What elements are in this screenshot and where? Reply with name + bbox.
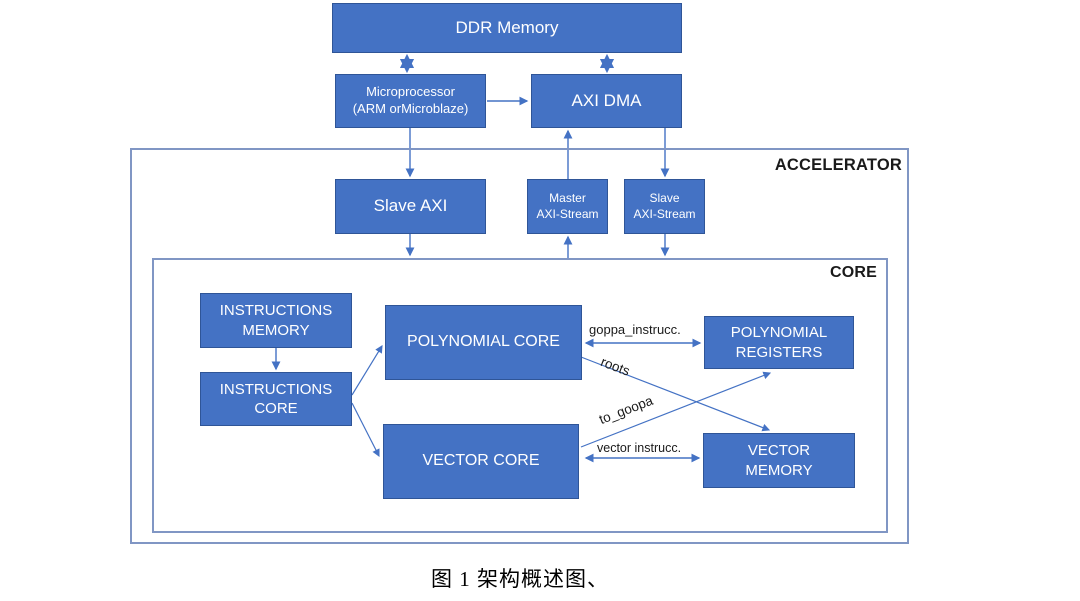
- node-vector-memory-label-line1: VECTOR: [747, 442, 811, 459]
- node-instructions-memory-label-line2: MEMORY: [242, 321, 310, 339]
- node-microprocessor: Microprocessor (ARM orMicroblaze): [335, 74, 486, 128]
- node-axi-dma: AXI DMA: [531, 74, 682, 128]
- node-ddr-memory: DDR Memory: [332, 3, 682, 53]
- node-polynomial-registers-label-line2: REGISTERS: [735, 343, 823, 361]
- node-instructions-core: INSTRUCTIONS CORE: [200, 372, 352, 426]
- node-slave-axi-stream-label-line2: AXI-Stream: [633, 206, 696, 221]
- node-slave-axi-stream-label-line1: Slave: [649, 190, 680, 205]
- figure-caption: 图 1 架构概述图、: [431, 567, 609, 591]
- node-master-axi-stream-label-line1: Master: [549, 190, 586, 205]
- node-ddr-memory-label: DDR Memory: [455, 17, 559, 37]
- node-instructions-core-label-line2: CORE: [254, 400, 298, 417]
- node-vector-memory: VECTOR MEMORY: [703, 433, 855, 488]
- node-microprocessor-label-line1: Microprocessor: [366, 84, 455, 100]
- core-frame-label: CORE: [829, 264, 877, 281]
- node-slave-axi-stream: Slave AXI-Stream: [624, 179, 705, 234]
- node-vector-memory-label-line2: MEMORY: [745, 461, 813, 479]
- core-frame: CORE: [152, 258, 888, 533]
- node-axi-dma-label: AXI DMA: [571, 90, 642, 110]
- node-instructions-core-label-line1: INSTRUCTIONS: [219, 380, 333, 398]
- node-vector-core-label: VECTOR CORE: [422, 452, 540, 470]
- node-polynomial-registers: POLYNOMIAL REGISTERS: [704, 316, 854, 369]
- node-slave-axi-label: Slave AXI: [373, 196, 448, 216]
- node-instructions-memory: INSTRUCTIONS MEMORY: [200, 293, 352, 348]
- node-slave-axi: Slave AXI: [335, 179, 486, 234]
- node-instructions-memory-label-line1: INSTRUCTIONS: [219, 302, 333, 319]
- accelerator-frame: ACCELERATOR: [130, 148, 909, 544]
- node-microprocessor-label-line2: (ARM orMicroblaze): [352, 101, 469, 116]
- node-master-axi-stream: Master AXI-Stream: [527, 179, 608, 234]
- edge-label-goppa-instrucc: goppa_instrucc.: [589, 322, 681, 337]
- node-master-axi-stream-label-line2: AXI-Stream: [536, 206, 599, 221]
- node-polynomial-core: POLYNOMIAL CORE: [385, 305, 582, 380]
- accelerator-frame-label: ACCELERATOR: [774, 156, 902, 174]
- node-polynomial-registers-label-line1: POLYNOMIAL: [730, 324, 828, 341]
- node-polynomial-core-label: POLYNOMIAL CORE: [407, 333, 560, 351]
- edge-label-vector-instrucc: vector instrucc.: [597, 441, 682, 455]
- node-vector-core: VECTOR CORE: [383, 424, 579, 499]
